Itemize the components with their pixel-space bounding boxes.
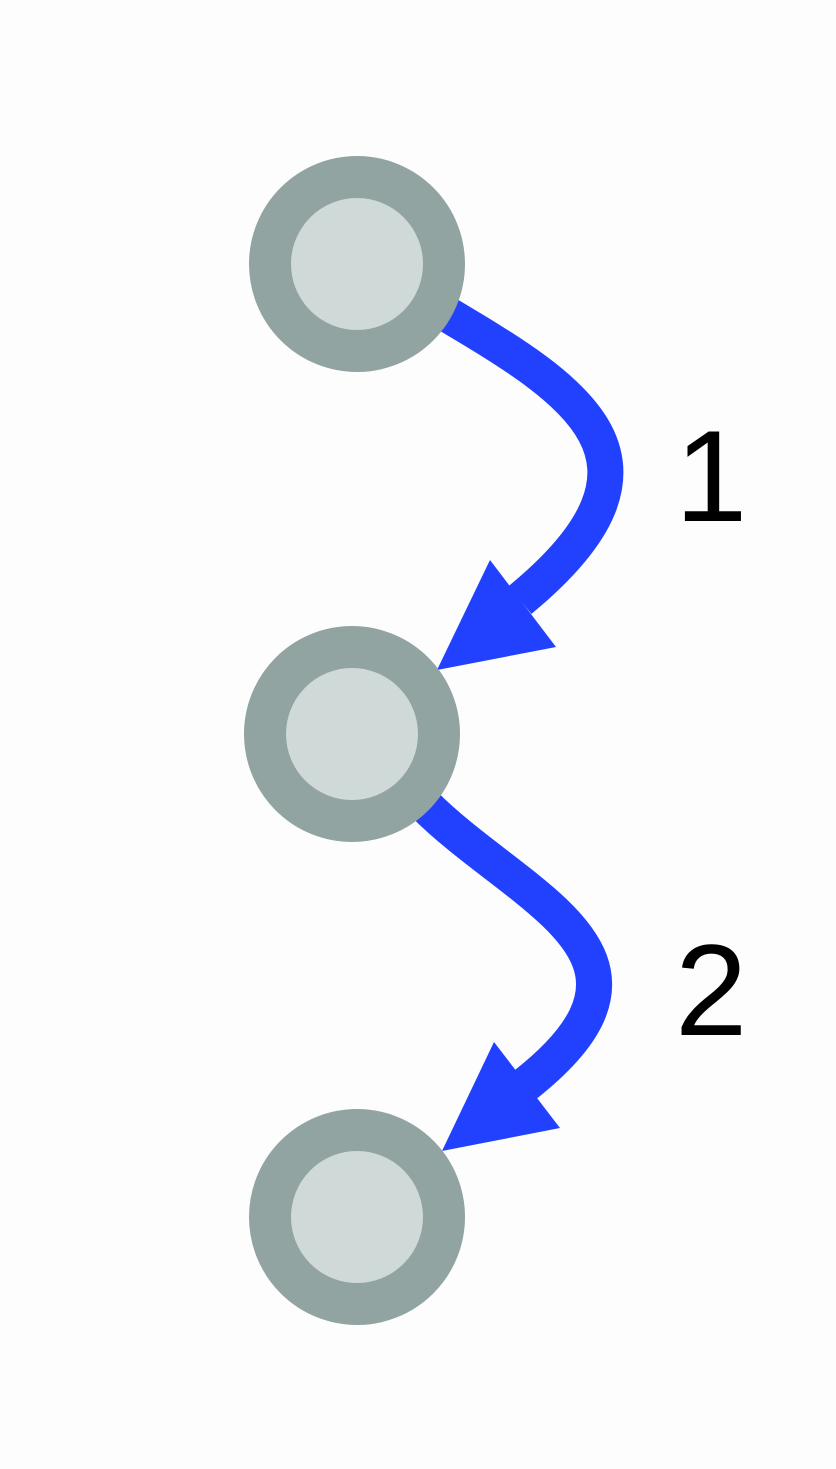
edge-2 (412, 792, 613, 1151)
edge-1 (435, 297, 624, 670)
edge-2-line (412, 792, 613, 1100)
edge-1-label: 1 (675, 403, 747, 549)
node-3 (249, 1109, 465, 1325)
edge-2-arrowhead (442, 1042, 560, 1151)
node-1 (249, 156, 465, 372)
edge-2-label: 2 (675, 917, 747, 1063)
edge-1-line (435, 297, 624, 614)
node-2 (244, 626, 460, 842)
edge-1-arrowhead (437, 560, 556, 670)
